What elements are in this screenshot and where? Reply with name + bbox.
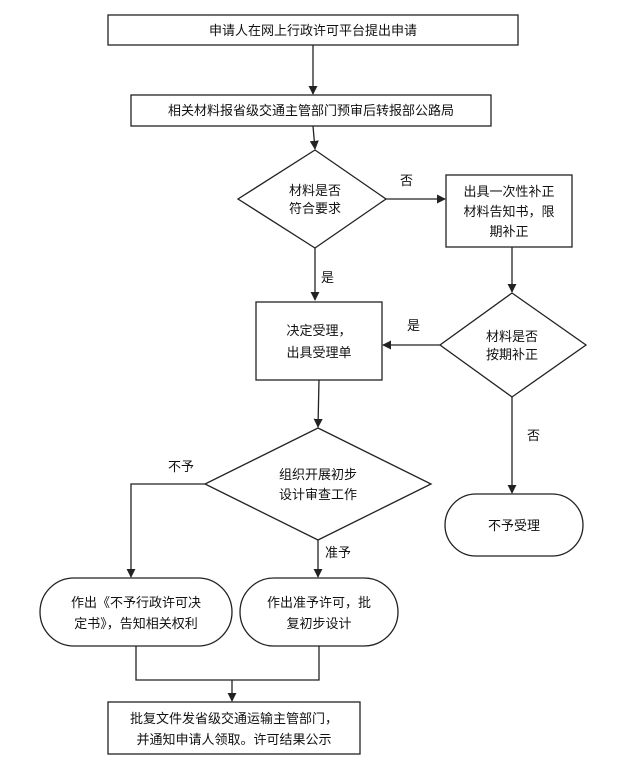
edge-review-deny: [126, 483, 205, 578]
node-forward-text: 相关材料报省级交通主管部门预审后转报部公路局: [168, 103, 454, 119]
decision-check-materials-line1: 材料是否: [289, 184, 341, 199]
decision-review-line2: 设计审查工作: [279, 488, 357, 503]
edge-label-deny: 不予: [168, 460, 194, 475]
node-deny-decision: 作出《不予行政许可决 定书》，告知相关权利: [39, 577, 233, 647]
edge-forward-check: [309, 125, 319, 150]
node-reject-accept: 不予受理: [444, 493, 584, 557]
node-apply: 申请人在网上行政许可平台提出申请: [107, 14, 519, 46]
node-supplement-line1: 出具一次性补正: [463, 184, 554, 200]
edge-approve-merge: [232, 646, 320, 681]
node-approve-decision: 作出准予许可，批 复初步设计: [239, 577, 399, 647]
decision-check-materials-line2: 符合要求: [289, 201, 341, 217]
edge-label-yes-1: 是: [321, 271, 334, 286]
decision-review: 组织开展初步 设计审查工作: [203, 427, 433, 541]
edge-label-approve: 准予: [325, 546, 351, 561]
node-approve-line1: 作出准予许可，批: [267, 596, 371, 611]
node-deny-line1: 作出《不予行政许可决: [71, 596, 201, 611]
node-forward: 相关材料报省级交通主管部门预审后转报部公路局: [130, 94, 492, 127]
node-deny-line2: 定书》，告知相关权利: [74, 616, 198, 632]
edge-label-no-1: 否: [400, 174, 413, 189]
decision-check-materials: 材料是否 符合要求: [236, 149, 388, 249]
node-approve-line2: 复初步设计: [286, 617, 351, 632]
edge-deny-merge: [135, 646, 232, 681]
decision-on-time-line2: 按期补正: [486, 348, 538, 363]
decision-on-time-line1: 材料是否: [486, 330, 538, 345]
decision-check-on-time: 材料是否 按期补正: [438, 292, 588, 398]
node-reject-accept-text: 不予受理: [488, 519, 540, 534]
node-supplement-line3: 期补正: [489, 225, 528, 240]
node-accept: 决定受理， 出具受理单: [255, 301, 383, 381]
node-accept-line1: 决定受理，: [286, 324, 351, 339]
node-apply-text: 申请人在网上行政许可平台提出申请: [209, 23, 417, 39]
edge-label-no-2: 否: [527, 429, 540, 444]
node-supplement-notice: 出具一次性补正 材料告知书，限 期补正: [445, 174, 573, 248]
node-supplement-line2: 材料告知书，限: [463, 204, 554, 220]
decision-review-line1: 组织开展初步: [279, 468, 357, 483]
edge-accept-review: [313, 379, 323, 428]
edge-label-yes-2: 是: [407, 319, 420, 334]
node-final: 批复文件发省级交通运输主管部门， 并通知申请人领取。许可结果公示: [107, 701, 361, 755]
node-final-line1: 批复文件发省级交通运输主管部门，: [130, 711, 338, 727]
node-final-line2: 并通知申请人领取。许可结果公示: [136, 732, 331, 748]
node-accept-line2: 出具受理单: [286, 346, 351, 361]
